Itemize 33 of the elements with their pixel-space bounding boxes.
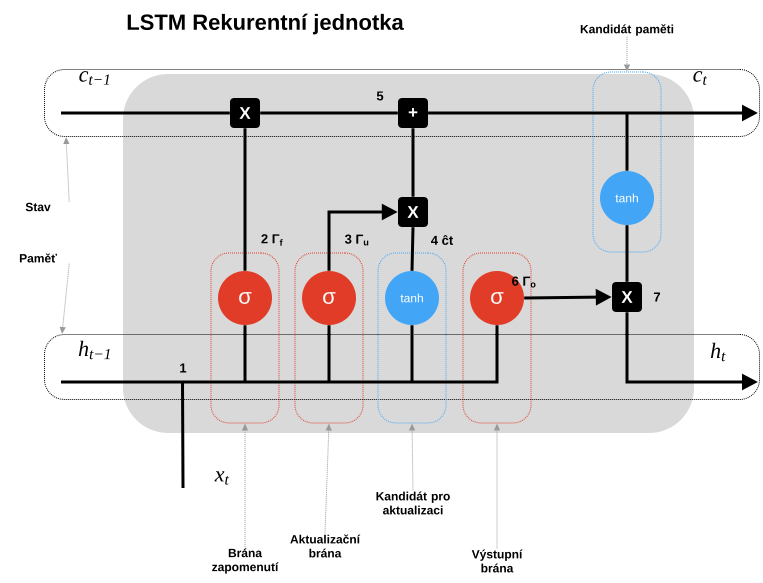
step-label: 1 [180, 364, 186, 372]
step-label: 2 Γ$_{f}$ [261, 234, 283, 246]
step-label: 3 Γ$_{u}$ [344, 234, 368, 246]
gate-outline [592, 72, 662, 252]
connector-line [244, 128, 246, 271]
operator-box: X [612, 282, 642, 312]
callout-text: Stav [26, 202, 51, 212]
operator-box: + [398, 98, 428, 128]
gate-outline [294, 252, 364, 424]
step-label: 7 [654, 292, 660, 302]
step-label: 5 [376, 91, 384, 101]
callout-text: Výstupní brána [472, 550, 523, 572]
connector-line [260, 112, 398, 114]
connector-line [61, 112, 230, 114]
connector-line [626, 225, 628, 282]
operator-box: X [398, 197, 428, 227]
callout-text: Brána zapomenutí [212, 548, 279, 574]
callout-text: Kandidát paměti [580, 24, 674, 36]
operator-box: X [230, 98, 260, 128]
callout-text: Aktualizační brána [290, 534, 360, 558]
connector-line [410, 227, 414, 271]
connector-line [428, 112, 628, 171]
connector-line [412, 128, 414, 197]
callout-text: Kandidát pro aktualizaci [376, 492, 450, 514]
gate-outline [462, 252, 532, 424]
title: LSTM Rekurentní jednotka [128, 14, 404, 34]
gate-outline [378, 252, 446, 424]
step-label: 4 ĉt [431, 235, 454, 245]
connector-line [61, 325, 498, 384]
connector-line [181, 382, 184, 488]
gate-outline [210, 252, 280, 424]
variable-label: x$_{t}$ [214, 471, 230, 485]
callout-text: Paměť [20, 253, 57, 263]
